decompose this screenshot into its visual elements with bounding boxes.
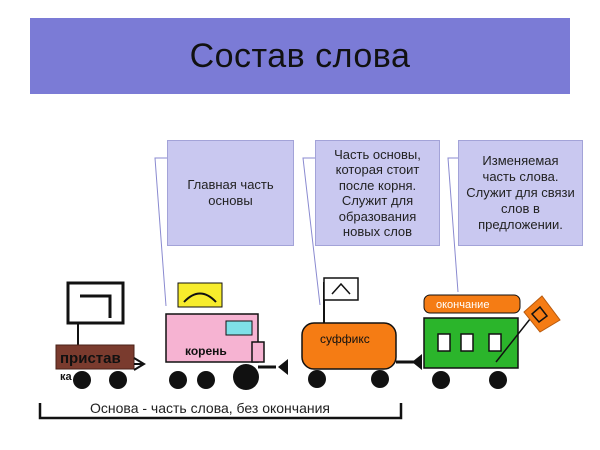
arrow-left-icon-2	[412, 354, 422, 370]
root-roof-sign	[177, 282, 223, 308]
ending-flag-mark	[530, 305, 549, 324]
suffix-tank	[301, 322, 397, 370]
page-title: Состав слова	[189, 36, 411, 75]
callout-ending: Изменяемая часть слова. Служит для связи…	[458, 140, 583, 246]
suffix-label: суффикс	[320, 332, 370, 346]
callout-suffix-text: Часть основы, которая стоит после корня.…	[334, 146, 421, 240]
suffix-wagon: суффикс	[301, 277, 422, 388]
callout-root: Главная часть основы	[167, 140, 294, 246]
root-label: корень	[185, 344, 227, 358]
pointer-ending	[447, 157, 460, 293]
root-arc-icon	[183, 292, 217, 303]
basis-caption: Основа - часть слова, без окончания	[90, 400, 330, 416]
suffix-wheel-right	[371, 370, 389, 388]
prefix-label: пристав	[60, 350, 121, 367]
root-cab-step	[251, 341, 265, 363]
root-wagon: корень	[165, 282, 288, 390]
prefix-wagon: пристав ка	[55, 281, 146, 389]
prefix-wheel-right	[109, 371, 127, 389]
callout-ending-text: Изменяемая часть слова. Служит для связи…	[466, 153, 575, 232]
pointer-suffix	[302, 157, 321, 306]
suffix-flag-mark	[331, 282, 351, 295]
ending-window-3	[488, 333, 502, 352]
root-wheel-3	[233, 364, 259, 390]
ending-wheel-right	[489, 371, 507, 389]
callout-root-text: Главная часть основы	[187, 177, 274, 208]
pointer-root	[154, 157, 168, 307]
ending-window-2	[460, 333, 474, 352]
ending-wheel-left	[432, 371, 450, 389]
prefix-sign-mark	[80, 294, 112, 318]
ending-label: окончание	[436, 299, 489, 311]
root-wheel-2	[197, 371, 215, 389]
basis-bracket	[38, 403, 403, 420]
coupler-arrow-icon	[133, 357, 146, 371]
root-wheel-1	[169, 371, 187, 389]
ending-flag-icon	[523, 295, 561, 333]
ending-wagon: окончание	[423, 294, 561, 389]
flag-icon	[323, 277, 359, 301]
prefix-plate	[55, 344, 135, 370]
ending-roof	[423, 294, 521, 314]
ending-window-1	[437, 333, 451, 352]
prefix-wheel-left	[73, 371, 91, 389]
callout-pointers	[154, 157, 460, 307]
root-window	[225, 320, 253, 336]
arrow-left-icon	[278, 359, 288, 375]
suffix-wheel-left	[308, 370, 326, 388]
title-banner: Состав слова	[30, 18, 570, 94]
prefix-sign-frame	[66, 281, 125, 325]
ending-flag-pole	[495, 313, 535, 363]
prefix-label-cut: ка	[60, 371, 73, 383]
callout-suffix: Часть основы, которая стоит после корня.…	[315, 140, 440, 246]
